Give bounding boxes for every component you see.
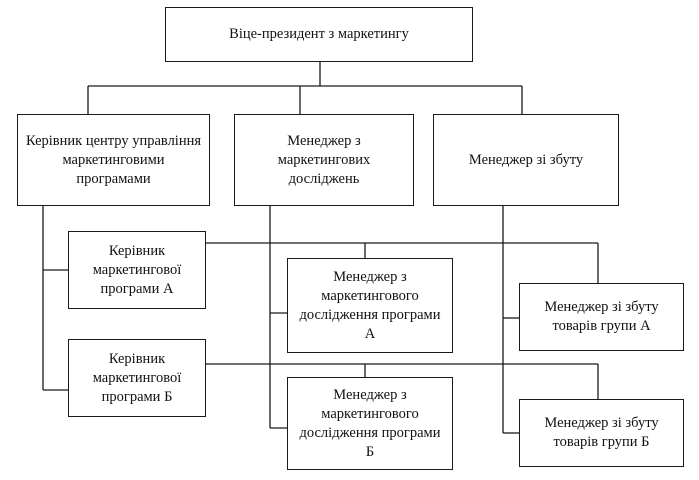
node-head-program-b-label: Керівник маркетингової програми Б: [92, 350, 182, 405]
node-head-program-a-label: Керівник маркетингової програми А: [92, 242, 182, 297]
node-research-program-b-label: Менеджер з маркетингового дослідження пр…: [299, 386, 441, 460]
node-research-program-a: Менеджер з маркетингового дослідження пр…: [287, 258, 453, 353]
node-head-center: Керівник центру управління маркетинговим…: [17, 114, 210, 206]
node-head-program-a: Керівник маркетингової програми А: [68, 231, 206, 309]
node-sales-group-b: Менеджер зі збуту товарів групи Б: [519, 399, 684, 467]
node-mgr-sales: Менеджер зі збуту: [433, 114, 619, 206]
node-mgr-research: Менеджер з маркетингових досліджень: [234, 114, 414, 206]
node-head-program-b: Керівник маркетингової програми Б: [68, 339, 206, 417]
node-research-program-b: Менеджер з маркетингового дослідження пр…: [287, 377, 453, 470]
node-vp-label: Віце-президент з маркетингу: [229, 26, 409, 42]
node-sales-group-a-label: Менеджер зі збуту товарів групи А: [544, 299, 659, 334]
node-vp: Віце-президент з маркетингу: [165, 7, 473, 62]
node-mgr-sales-label: Менеджер зі збуту: [468, 151, 584, 168]
node-sales-group-b-label: Менеджер зі збуту товарів групи Б: [544, 415, 659, 450]
node-mgr-research-label: Менеджер з маркетингових досліджень: [277, 132, 371, 187]
node-research-program-a-label: Менеджер з маркетингового дослідження пр…: [299, 268, 441, 342]
node-sales-group-a: Менеджер зі збуту товарів групи А: [519, 283, 684, 351]
node-head-center-label: Керівник центру управління маркетинговим…: [25, 132, 202, 187]
